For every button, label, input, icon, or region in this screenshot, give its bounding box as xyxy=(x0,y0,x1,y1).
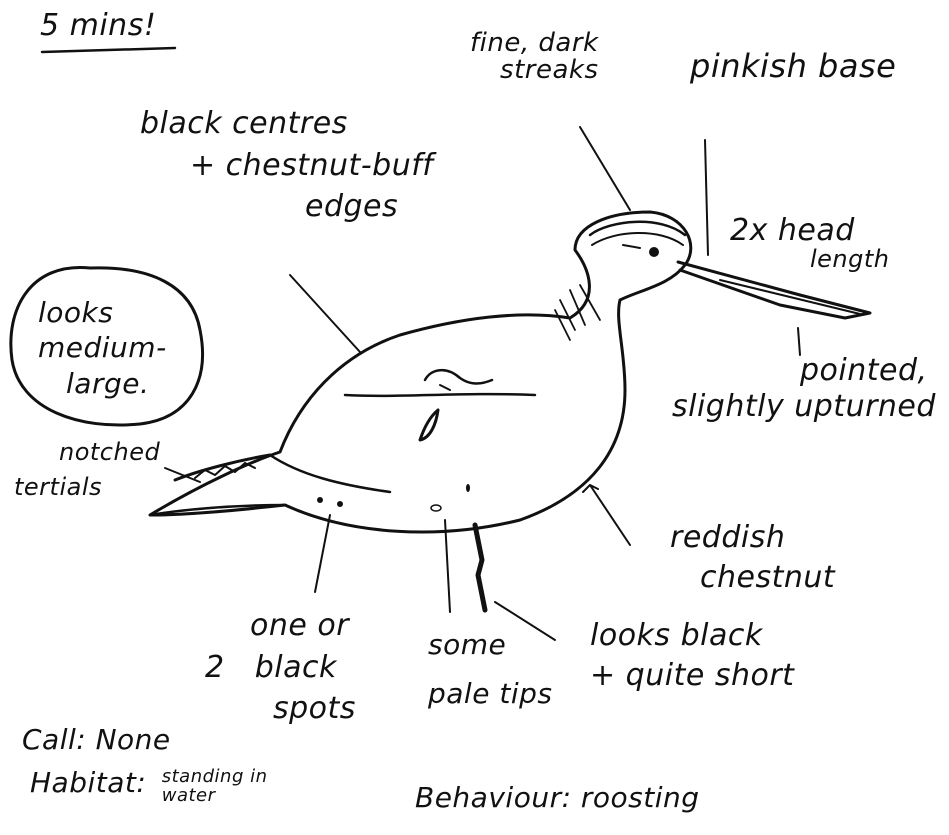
habitat-value-line-2: water xyxy=(162,787,268,806)
behaviour-text: Behaviour: roosting xyxy=(415,783,700,812)
pale-tips-note: some pale tips xyxy=(428,630,552,709)
size-line-1: looks xyxy=(38,298,167,327)
underparts-line-1: reddish xyxy=(670,522,835,554)
legs-note: looks black + quite short xyxy=(590,620,794,691)
back-line-2: + chestnut-buff xyxy=(190,150,433,182)
title-text: 5 mins! xyxy=(40,10,156,42)
call-text: Call: None xyxy=(22,725,171,754)
back-line-3: edges xyxy=(305,191,433,223)
legs-line-1: looks black xyxy=(590,620,794,652)
pale-tips-line-2: pale tips xyxy=(428,679,552,708)
habitat-label: Habitat: xyxy=(30,768,146,797)
back-line-1: black centres xyxy=(140,108,433,140)
crown-note: fine, dark streaks xyxy=(470,30,599,85)
tertials-line-2: tertials xyxy=(14,475,160,500)
habitat-note: Habitat: standing in water xyxy=(30,768,268,806)
crown-line-2: streaks xyxy=(500,57,599,84)
spots-line-2: 2 black xyxy=(205,652,356,684)
pale-tips-line-1: some xyxy=(428,630,552,659)
title-note: 5 mins! xyxy=(40,10,156,42)
tertials-line-1: notched xyxy=(59,440,160,465)
size-line-2: medium- xyxy=(38,333,167,362)
title-underline xyxy=(42,48,175,52)
behaviour-note: Behaviour: roosting xyxy=(415,783,700,812)
spots-line-3: spots xyxy=(273,693,356,725)
bill-length-note: 2x head length xyxy=(730,215,890,272)
bill-length-line-1: 2x head xyxy=(730,215,890,247)
size-line-3: large. xyxy=(66,369,167,398)
spots-note: one or 2 black spots xyxy=(205,610,356,725)
bill-shape-note: pointed, slightly upturned xyxy=(672,355,936,422)
bill-length-line-2: length xyxy=(810,247,890,272)
call-note: Call: None xyxy=(22,725,171,754)
spots-line-1: one or xyxy=(250,610,356,642)
legs-line-2: + quite short xyxy=(590,660,794,692)
habitat-value: standing in water xyxy=(162,768,268,806)
bill-shape-line-2: slightly upturned xyxy=(672,391,936,423)
back-note: black centres + chestnut-buff edges xyxy=(140,108,433,223)
bill-shape-line-1: pointed, xyxy=(800,355,936,387)
tertials-note: notched tertials xyxy=(14,440,160,500)
crown-line-1: fine, dark xyxy=(470,30,599,57)
bill-base-note: pinkish base xyxy=(690,50,896,84)
size-note: looks medium- large. xyxy=(38,298,167,398)
bill-base-text: pinkish base xyxy=(690,50,896,84)
underparts-line-2: chestnut xyxy=(700,562,835,594)
underparts-note: reddish chestnut xyxy=(670,522,835,593)
